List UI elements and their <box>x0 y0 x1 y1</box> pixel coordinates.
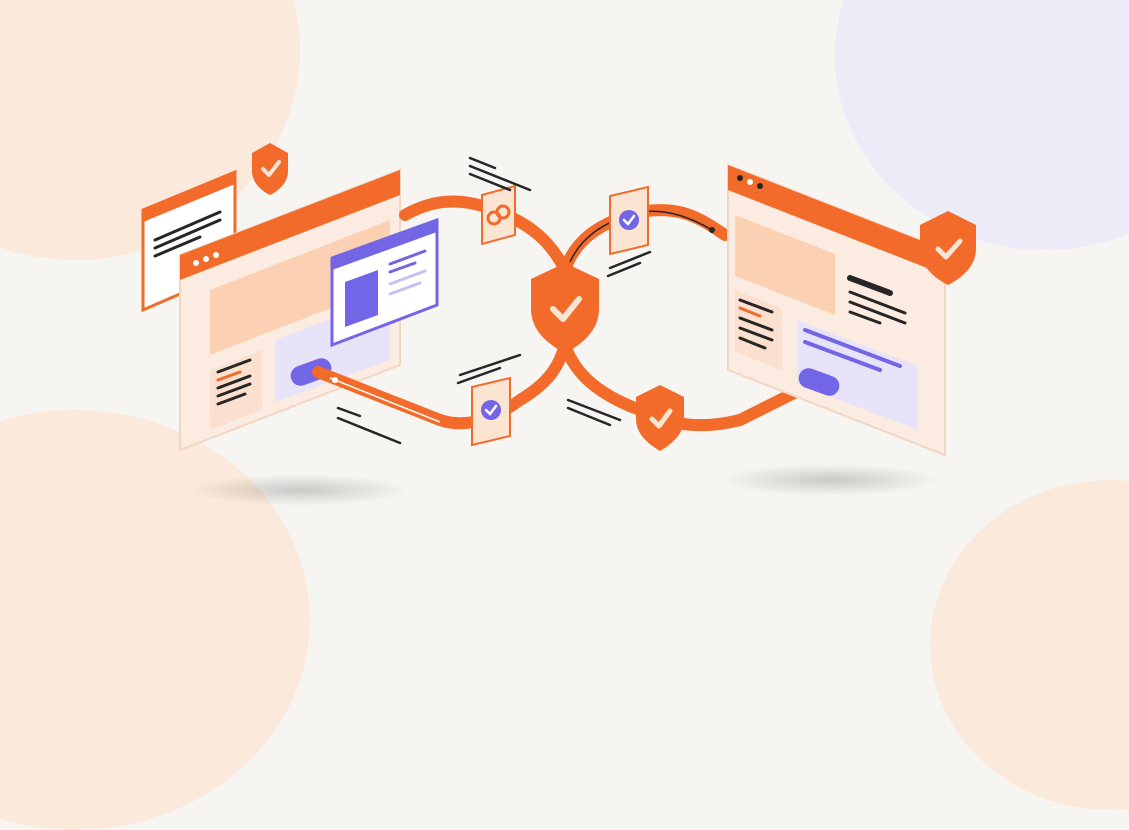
verified-badge-top <box>609 185 649 256</box>
left-window-shadow <box>190 474 410 506</box>
lavender-card-panel <box>797 320 918 430</box>
verified-badge-bottom <box>471 376 511 447</box>
check-circle-icon <box>619 210 639 230</box>
motion-dashes <box>336 156 652 445</box>
purple-button <box>798 368 840 396</box>
security-pipeline-illustration <box>141 143 976 506</box>
hero-banner-panel <box>735 215 835 315</box>
right-browser-window <box>727 163 946 457</box>
right-window-shadow <box>720 464 940 496</box>
check-circle-icon <box>481 400 501 420</box>
shield-check-icon-top-left <box>252 143 288 195</box>
link-badge <box>481 184 516 246</box>
link-icon <box>486 204 511 226</box>
shield-check-icon-right <box>920 211 976 285</box>
shield-check-icon-center <box>531 263 599 353</box>
shield-check-icon-bottom <box>636 385 684 451</box>
purple-popup-window <box>330 217 439 348</box>
